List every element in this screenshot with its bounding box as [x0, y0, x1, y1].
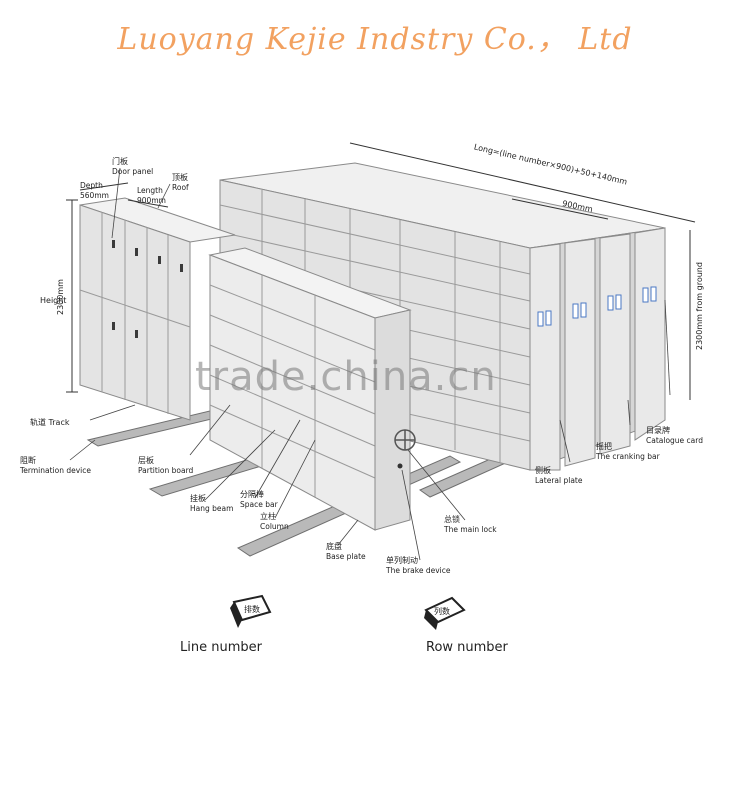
cranking-wheel: [394, 429, 416, 451]
line-number-icon-text: 排数: [244, 604, 260, 614]
front-open-shelf: [208, 247, 416, 531]
dimension-lines: [66, 142, 696, 400]
door-cabinet-block: [79, 197, 236, 421]
line-number-label: Line number: [180, 640, 262, 655]
line-number-icon: 排数: [230, 594, 272, 628]
row-number-label: Row number: [426, 640, 508, 655]
row-number-icon: 列数: [424, 596, 466, 630]
label-height: Height: [40, 296, 67, 305]
leader-lines: [69, 167, 671, 561]
watermark-text: trade.china.cn: [195, 354, 497, 400]
company-title: Luoyang Kejie Indstry Co.， Ltd: [117, 22, 633, 57]
label-track: 轨道 Track: [30, 418, 70, 427]
row-number-icon-text: 列数: [434, 606, 450, 616]
